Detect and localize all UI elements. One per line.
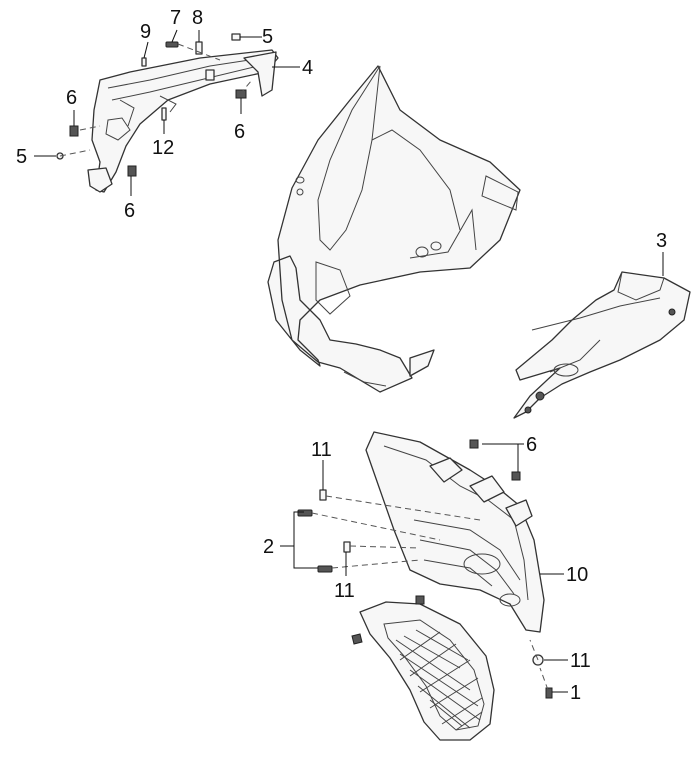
callout-8: 8 xyxy=(192,7,203,29)
grille-panel xyxy=(351,595,495,741)
leader-lines xyxy=(34,29,664,693)
callout-6-right: 6 xyxy=(526,434,537,456)
front-fairing xyxy=(267,65,521,393)
callout-6-upper-left: 6 xyxy=(66,87,77,109)
lower-inner-panel xyxy=(365,431,545,633)
callout-5-left: 5 xyxy=(16,146,27,168)
callout-5-top: 5 xyxy=(262,26,273,48)
callout-11-mid: 11 xyxy=(334,580,355,602)
side-panel xyxy=(513,271,691,419)
callout-6-upper-mid: 6 xyxy=(234,121,245,143)
callout-labels: 7 8 9 5 4 6 6 12 5 6 3 6 11 2 11 10 11 1 xyxy=(16,7,667,704)
front-frame-bracket xyxy=(87,49,279,193)
callout-12: 12 xyxy=(152,137,174,159)
callout-3: 3 xyxy=(656,230,667,252)
assembly-guides xyxy=(59,43,549,691)
callout-1: 1 xyxy=(570,682,581,704)
callout-4: 4 xyxy=(302,57,313,79)
callout-6-lower-left: 6 xyxy=(124,200,135,222)
callout-10: 10 xyxy=(566,564,588,586)
callout-11-top: 11 xyxy=(311,439,332,461)
callout-9: 9 xyxy=(140,21,151,43)
callout-7: 7 xyxy=(170,7,181,29)
callout-11-bottom: 11 xyxy=(570,650,591,672)
callout-2: 2 xyxy=(263,536,274,558)
